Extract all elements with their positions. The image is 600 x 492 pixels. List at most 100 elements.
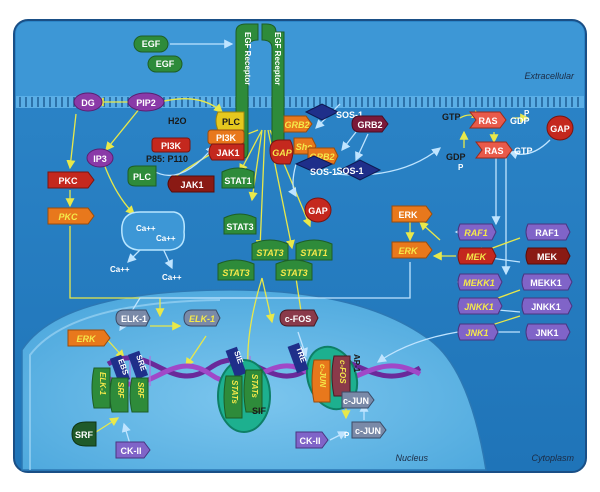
svg-text:STAT1: STAT1 (224, 176, 251, 186)
svg-text:ERK: ERK (76, 334, 97, 344)
svg-text:SRF: SRF (75, 430, 94, 440)
ck2-a: CK-II (115, 441, 151, 459)
gap-b: GAP (304, 197, 332, 223)
plc-node: PLC (127, 165, 157, 187)
p85-p110-label: P85: P110 (146, 154, 188, 164)
sif-label: SIF (252, 406, 267, 416)
cjun-b: c-JUN (341, 391, 375, 409)
svg-text:RAS: RAS (478, 116, 497, 126)
svg-text:PIP2: PIP2 (136, 98, 156, 108)
mekk1-b: MEKK1 (521, 273, 573, 291)
stats-right: STATs (243, 369, 263, 413)
cytoplasm-label: Cytoplasm (531, 453, 574, 463)
stats-left: STATs (223, 375, 243, 419)
stat3-c: STAT3 (217, 259, 255, 281)
ip3-node: IP3 (86, 148, 114, 168)
svg-text:STAT3: STAT3 (256, 248, 283, 258)
jnk1-a: JNK1 (457, 323, 499, 341)
mek-b: MEK (525, 247, 571, 265)
jnk1-b: JNK1 (525, 323, 571, 341)
svg-text:ELK-1: ELK-1 (189, 314, 215, 324)
svg-text:SOS-1: SOS-1 (336, 110, 363, 120)
svg-text:STAT3: STAT3 (280, 268, 307, 278)
svg-text:GAP: GAP (550, 124, 570, 134)
svg-text:MEKK1: MEKK1 (463, 278, 495, 288)
pi3k-node: PI3K (151, 137, 191, 153)
stat3-d: STAT3 (275, 259, 313, 281)
svg-text:ELK-1: ELK-1 (98, 372, 107, 396)
svg-text:PKC: PKC (58, 212, 78, 222)
elk1-a: ELK-1 (115, 309, 151, 327)
svg-text:ELK-1: ELK-1 (121, 314, 147, 324)
h2o-label: H2O (168, 116, 187, 126)
svg-text:SIE: SIE (232, 350, 245, 366)
svg-text:JAK1: JAK1 (216, 148, 239, 158)
svg-text:GRB2: GRB2 (357, 120, 382, 130)
gtp-2: GTP (514, 146, 533, 156)
p-nuclear: P (344, 431, 350, 440)
svg-text:RAF1: RAF1 (535, 228, 559, 238)
svg-text:SRF: SRF (136, 382, 145, 399)
svg-text:GAP: GAP (272, 148, 293, 158)
svg-text:SOS-1: SOS-1 (336, 166, 363, 176)
svg-text:c-JUN: c-JUN (318, 364, 327, 387)
svg-text:JNKK1: JNKK1 (531, 302, 561, 312)
stat1-a: STAT1 (221, 167, 255, 189)
svg-text:DG: DG (81, 98, 95, 108)
extracellular-label: Extracellular (524, 71, 575, 81)
svg-text:PLC: PLC (222, 117, 241, 127)
gtp-1: GTP (442, 112, 461, 122)
gdp-2: GDP (446, 152, 466, 162)
svg-text:STAT3: STAT3 (226, 222, 253, 232)
svg-text:CK-II: CK-II (300, 436, 321, 446)
ca-1: Ca++ (136, 224, 156, 233)
pip2-node: PIP2 (127, 92, 165, 112)
erk-2: ERK (391, 241, 433, 259)
pkc-2: PKC (47, 207, 95, 225)
svg-text:c-JUN: c-JUN (355, 426, 381, 436)
srf-a: SRF (109, 377, 129, 413)
stat3-b: STAT3 (251, 239, 289, 261)
srf-b: SRF (129, 377, 149, 413)
pkc-1: PKC (47, 171, 95, 189)
svg-text:ERK: ERK (398, 210, 418, 220)
jak1-node: JAK1 (167, 175, 215, 193)
svg-text:STAT3: STAT3 (222, 268, 249, 278)
stat3-a: STAT3 (223, 213, 257, 235)
svg-text:MEK: MEK (537, 252, 558, 262)
svg-text:Shc: Shc (296, 142, 313, 152)
p-1: P (524, 109, 530, 118)
raf1-b: RAF1 (525, 223, 571, 241)
jak1-top: JAK1 (208, 143, 245, 161)
ca-3: Ca++ (110, 265, 130, 274)
gap-c: GAP (546, 115, 574, 141)
svg-text:CK-II: CK-II (121, 446, 142, 456)
cjun-c: c-JUN (351, 421, 387, 439)
svg-text:GRB2: GRB2 (284, 120, 309, 130)
grb2-a: GRB2 (283, 115, 313, 133)
svg-text:IP3: IP3 (93, 154, 107, 164)
calcium-store (121, 211, 186, 251)
egf-2: EGF (147, 55, 183, 73)
nucleus-label: Nucleus (395, 453, 428, 463)
jnkk1-a: JNKK1 (457, 297, 503, 315)
svg-text:STATs: STATs (250, 374, 259, 398)
ap1-label: AP-1 (352, 354, 361, 373)
sos-1-b: SOS-1 (294, 155, 337, 177)
erk-1: ERK (391, 205, 433, 223)
svg-text:PI3K: PI3K (216, 133, 237, 143)
svg-text:SRF: SRF (116, 382, 125, 399)
sos-1-a: SOS-1 (304, 103, 363, 121)
extracellular-space (16, 22, 584, 96)
gdp-1: GDP (510, 116, 530, 126)
egf-1: EGF (133, 35, 169, 53)
mekk1-a: MEKK1 (457, 273, 503, 291)
erk-nuclear: ERK (67, 329, 111, 347)
stat1-b: STAT1 (295, 239, 333, 261)
svg-text:JAK1: JAK1 (180, 180, 203, 190)
svg-text:GRB2: GRB2 (309, 152, 334, 162)
pi3k-top: PI3K (207, 129, 245, 145)
svg-text:ERK: ERK (398, 246, 419, 256)
svg-text:GAP: GAP (308, 206, 328, 216)
plc-top: PLC (215, 111, 245, 131)
